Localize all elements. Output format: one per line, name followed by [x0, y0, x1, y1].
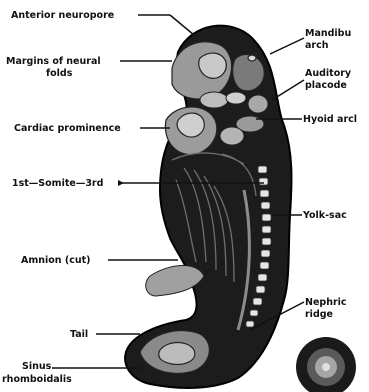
label-amnion: Amnion (cut) [21, 255, 91, 266]
label-somites: 1st—Somite—3rd [12, 178, 103, 189]
leader-auditory [272, 80, 304, 100]
label-auditory-line2: placode [305, 80, 347, 91]
label-mandibular-line2: arch [305, 40, 329, 51]
label-nephric-line1: Nephric [305, 297, 347, 308]
label-tail: Tail [70, 329, 88, 340]
label-margins-line2: folds [46, 68, 73, 79]
label-auditory-line1: Auditory [305, 68, 352, 79]
label-cardiac-prominence: Cardiac prominence [14, 123, 121, 134]
label-yolk-sac: Yolk-sac [302, 210, 347, 221]
leader-mandibular [270, 38, 304, 54]
yolk-sac-section [296, 337, 356, 392]
label-sinus-line1: Sinus [22, 361, 52, 372]
label-margins-line1: Margins of neural [6, 56, 101, 67]
label-hyoid-arch: Hyoid arcl [303, 114, 357, 125]
embryo-illustration [125, 26, 291, 388]
label-nephric-line2: ridge [305, 309, 333, 320]
label-anterior-neuropore: Anterior neuropore [11, 10, 114, 21]
label-sinus-line2: rhomboidalis [2, 374, 72, 385]
label-mandibular-line1: Mandibu [305, 28, 351, 39]
cardiac-prominence [165, 107, 216, 155]
somite-arrowhead [118, 180, 124, 186]
